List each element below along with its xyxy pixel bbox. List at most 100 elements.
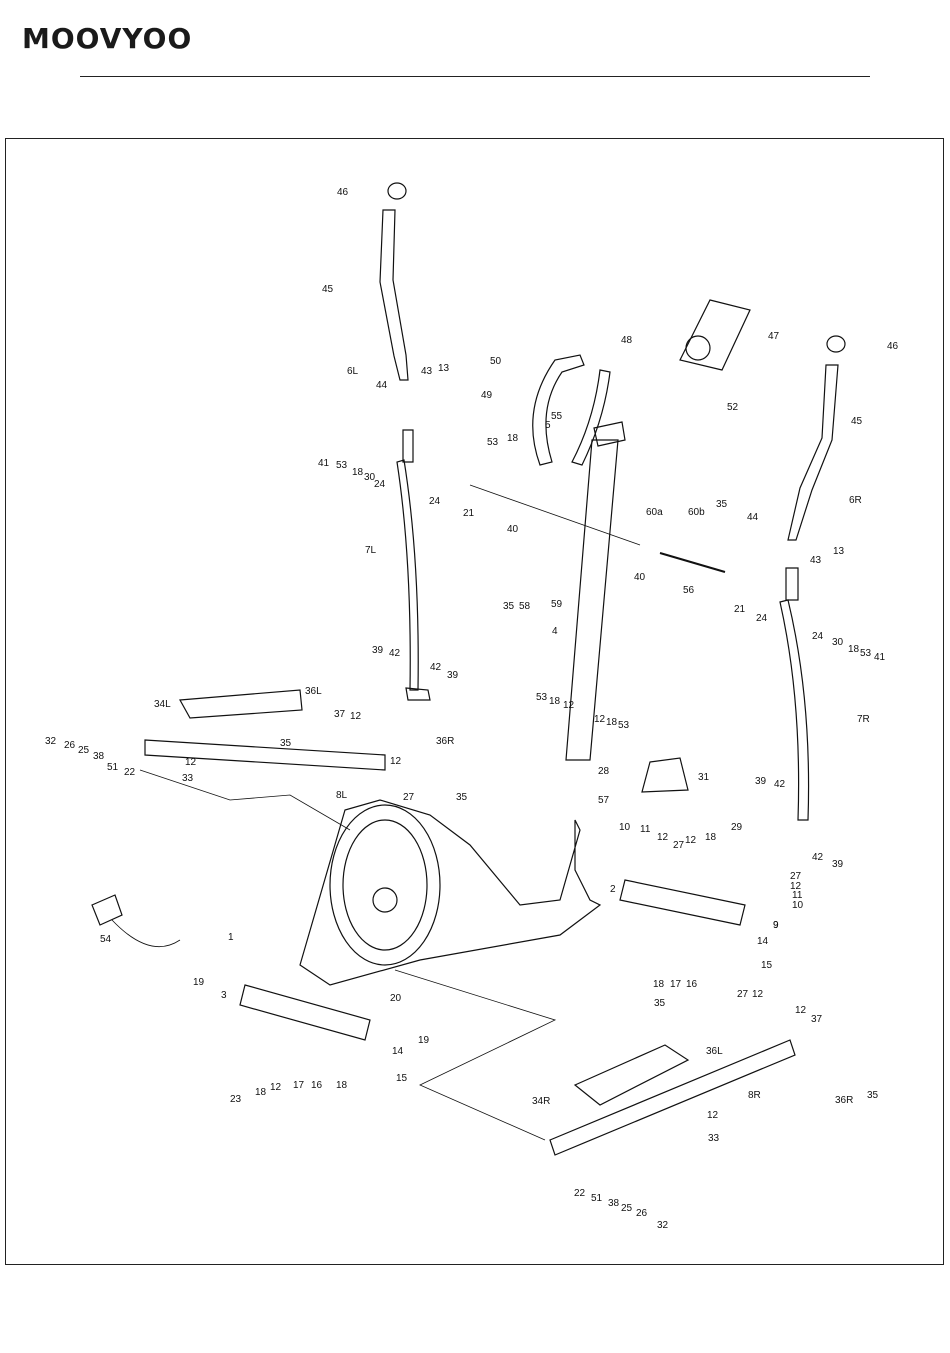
part-label: 53 [536, 692, 548, 703]
power-adapter [91, 894, 181, 947]
part-label: 36L [305, 686, 322, 697]
part-label: 11 [792, 890, 803, 901]
part-label: 28 [598, 766, 610, 777]
part-label: 22 [124, 767, 136, 778]
part-label: 7L [365, 545, 377, 556]
part-label: 36L [706, 1046, 723, 1057]
part-label: 1 [228, 932, 234, 943]
part-label: 4 [552, 626, 558, 637]
part-label: 18 [606, 717, 618, 728]
rear-stabilizer [239, 984, 371, 1041]
part-label: 14 [757, 936, 769, 947]
cover [641, 757, 689, 793]
part-label: 15 [761, 960, 773, 971]
part-label: 24 [429, 496, 441, 507]
part-label: 9 [773, 920, 779, 931]
part-label: 14 [392, 1046, 404, 1057]
part-label: 27 [790, 871, 802, 882]
part-label: 12 [390, 756, 402, 767]
part-label: 40 [634, 572, 646, 583]
part-label: 18 [549, 696, 561, 707]
part-label: 18 [848, 644, 860, 655]
part-label: 19 [418, 1035, 430, 1046]
part-label: 55 [551, 411, 563, 422]
part-label: 35 [503, 601, 515, 612]
part-label: 50 [490, 356, 502, 367]
right-pedal-arm [549, 1039, 796, 1156]
part-label: 52 [727, 402, 739, 413]
part-label: 43 [810, 555, 822, 566]
brand-logo: MOOVYOO [22, 22, 193, 55]
part-label: 21 [463, 508, 475, 519]
part-label: 21 [734, 604, 746, 615]
part-label: 27 [673, 840, 685, 851]
part-label: 3 [221, 990, 227, 1001]
axle [659, 552, 726, 573]
part-label: 25 [621, 1203, 633, 1214]
part-label: 12 [185, 757, 197, 768]
part-label: 53 [487, 437, 499, 448]
part-label: 36R [835, 1095, 853, 1106]
part-label: 38 [93, 751, 105, 762]
front-stabilizer [619, 879, 746, 926]
part-label: 12 [685, 835, 697, 846]
part-label: 25 [78, 745, 90, 756]
left-handlebar-assembly [379, 182, 431, 701]
part-label: 36R [436, 736, 454, 747]
console-mast [565, 421, 626, 761]
part-label: 39 [832, 859, 844, 870]
part-label: 49 [481, 390, 493, 401]
part-label: 35 [654, 998, 666, 1009]
part-label: 51 [591, 1193, 603, 1204]
part-label: 12 [594, 714, 606, 725]
part-label: 33 [708, 1133, 720, 1144]
part-label: 13 [833, 546, 845, 557]
part-label: 54 [100, 934, 112, 945]
part-label: 19 [193, 977, 205, 988]
part-label: 42 [430, 662, 442, 673]
part-label: 10 [619, 822, 631, 833]
part-label: 42 [389, 648, 401, 659]
part-label: 18 [352, 467, 364, 478]
part-label: 11 [640, 824, 651, 835]
part-label: 24 [756, 613, 768, 624]
part-label: 10 [792, 900, 804, 911]
part-label: 24 [374, 479, 386, 490]
part-label: 26 [636, 1208, 648, 1219]
part-label: 6L [347, 366, 359, 377]
part-label: 6R [849, 495, 862, 506]
right-handlebar-assembly [779, 335, 846, 821]
console-unit [679, 299, 751, 371]
part-label: 60a [646, 507, 663, 518]
part-label: 37 [811, 1014, 823, 1025]
part-label: 39 [372, 645, 384, 656]
part-label: 40 [507, 524, 519, 535]
part-label: 7R [857, 714, 870, 725]
part-label: 45 [322, 284, 334, 295]
fixed-handlebar [532, 354, 611, 466]
part-label: 18 [507, 433, 519, 444]
part-label: 32 [657, 1220, 669, 1231]
part-label: 48 [621, 335, 633, 346]
part-label: 60b [688, 507, 705, 518]
main-frame [299, 799, 602, 986]
part-label: 46 [337, 187, 349, 198]
diagram-frame [5, 138, 944, 1265]
part-label: 18 [705, 832, 717, 843]
part-label: 18 [336, 1080, 348, 1091]
part-label: 12 [657, 832, 669, 843]
part-label: 34R [532, 1096, 550, 1107]
part-label: 53 [618, 720, 630, 731]
part-label: 16 [311, 1080, 323, 1091]
part-label: 17 [670, 979, 682, 990]
part-label: 17 [293, 1080, 305, 1091]
part-label: 38 [608, 1198, 620, 1209]
part-label: 5 [545, 420, 551, 431]
part-label: 57 [598, 795, 610, 806]
part-label: 42 [812, 852, 824, 863]
part-label: 53 [336, 460, 348, 471]
left-pedal-arm [144, 689, 386, 771]
part-label: 46 [887, 341, 899, 352]
part-label: 8R [748, 1090, 761, 1101]
part-label: 12 [795, 1005, 807, 1016]
